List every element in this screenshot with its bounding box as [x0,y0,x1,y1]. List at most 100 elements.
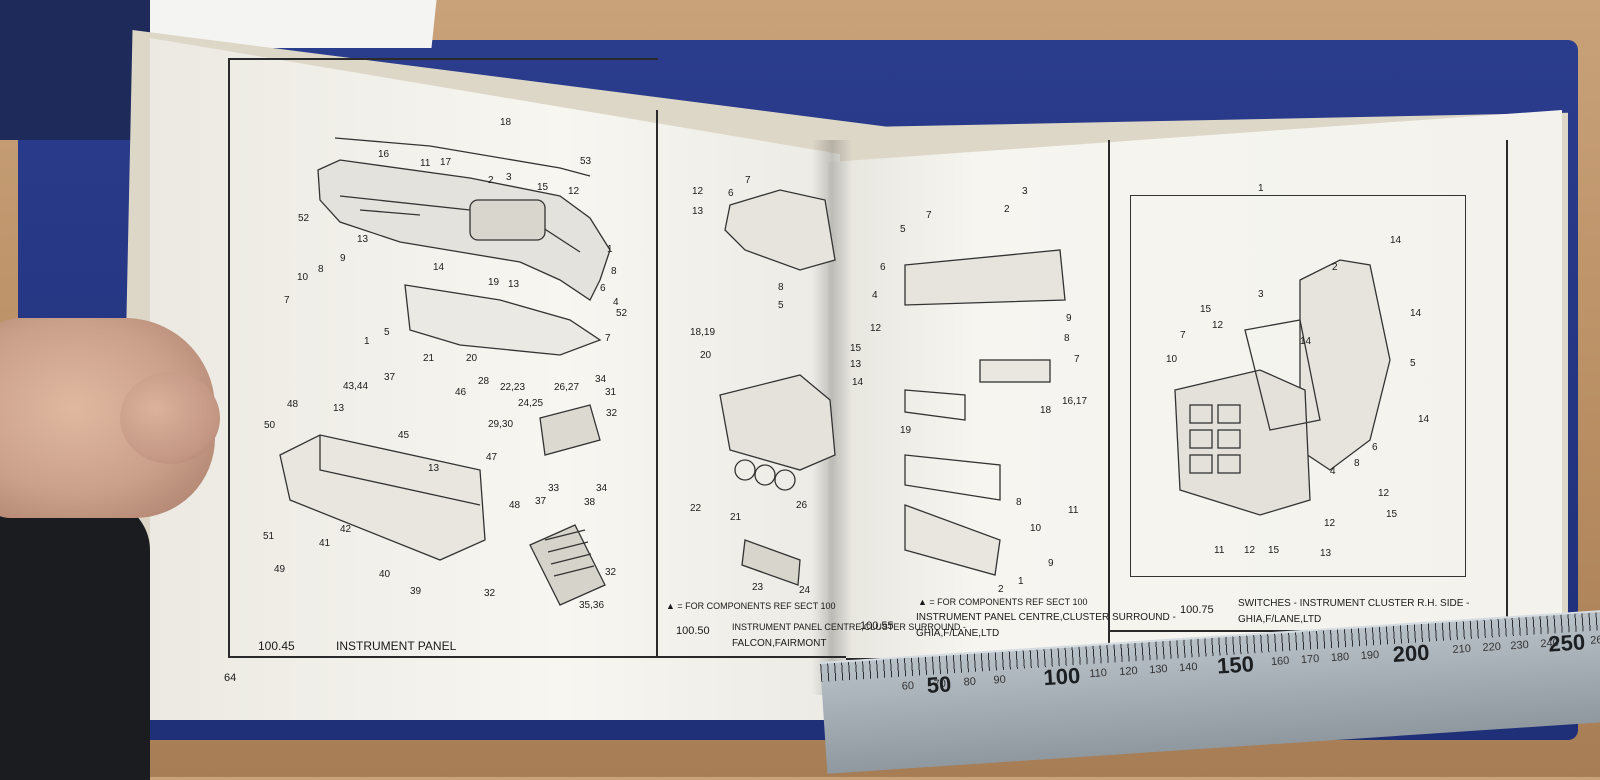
part-number: 34 [596,483,608,494]
part-number: 15 [1200,304,1212,315]
part-number: 35,36 [579,600,605,611]
part-number: 13 [428,463,440,474]
part-number: 2 [488,175,494,186]
plate-code-100-55: 100.55 [860,620,894,632]
part-number: 11 [420,158,431,169]
part-number: 33 [548,483,560,494]
part-number: 53 [580,156,592,167]
part-number: 4 [613,297,619,308]
switch-cluster-inset-frame [1130,195,1466,577]
part-number: 1 [1018,576,1024,587]
ruler-label: 90 [993,673,1007,687]
ruler-label: 220 [1482,640,1502,655]
part-number: 7 [926,210,932,221]
components-note-100-55: ▲ = FOR COMPONENTS REF SECT 100 [918,597,1088,607]
plate-title-100-55-line2: GHIA,F/LANE,LTD [916,628,1000,639]
part-number: 13 [850,359,862,370]
part-number: 14 [1390,235,1402,246]
part-number: 6 [600,283,606,294]
part-number: 32 [605,567,617,578]
part-number: 19 [900,425,912,436]
part-number: 10 [1166,354,1178,365]
part-number: 12 [1212,320,1224,331]
part-number: 15 [1268,545,1280,556]
part-number: 26,27 [554,382,580,393]
part-number: 1 [1258,183,1264,194]
part-number: 8 [1064,333,1070,344]
part-number: 17 [440,157,452,168]
part-number: 11 [1214,545,1225,556]
part-number: 12 [870,323,882,334]
switch-cluster-drawing [1174,259,1391,516]
ruler-label: 260 [1589,633,1600,647]
part-number: 5 [384,327,390,338]
part-number: 20 [466,353,478,364]
part-number: 12 [1324,518,1336,529]
part-number: 18,19 [690,327,716,338]
ruler-label-major: 50 [925,671,953,698]
plate-code-100-50: 100.50 [676,625,710,637]
ruler-label: 80 [963,675,977,689]
part-number: 5 [900,224,906,235]
part-number: 5 [778,300,784,311]
plate-code-100-45: 100.45 [258,639,295,653]
part-number: 12 [1244,545,1256,556]
part-number: 47 [486,452,498,463]
part-number: 2 [998,584,1004,595]
part-number: 8 [1354,458,1360,469]
part-number: 23 [752,582,764,593]
ruler-label: 120 [1118,664,1139,679]
part-number: 13 [357,234,369,245]
part-number: 34 [595,374,607,385]
part-number: 51 [263,531,275,542]
plate-code-100-75: 100.75 [1180,604,1214,616]
black-sleeve [0,500,150,780]
part-number: 12 [692,186,704,197]
part-number: 38 [584,497,596,508]
part-number: 45 [398,430,410,441]
plate-title-100-75-line1: SWITCHES - INSTRUMENT CLUSTER R.H. SIDE … [1238,598,1470,609]
part-number: 14 [852,377,864,388]
part-number: 13 [508,279,520,290]
part-number: 14 [433,262,445,273]
part-number: 49 [274,564,286,575]
ruler-label: 60 [901,679,915,693]
ruler-label-major: 200 [1391,639,1431,667]
part-number: 22 [690,503,702,514]
part-number: 18 [500,117,512,128]
part-number: 50 [264,420,276,431]
part-number: 18 [1040,405,1052,416]
book-left-page [150,38,840,720]
part-number: 14 [1300,336,1312,347]
part-number: 37 [535,496,547,507]
part-number: 11 [1068,505,1079,516]
ruler-label: 130 [1148,662,1168,677]
part-number: 39 [410,586,422,597]
part-number: 7 [284,295,290,306]
middle-plate-frame [656,110,846,658]
ruler-label-major: 250 [1547,629,1586,657]
part-number: 28 [478,376,490,387]
part-number: 31 [605,387,617,398]
part-number: 15 [537,182,549,193]
part-number: 8 [778,282,784,293]
plate-title-instrument-panel: INSTRUMENT PANEL [336,639,457,653]
dark-fabric [0,0,150,140]
part-number: 20 [700,350,712,361]
part-number: 1 [364,336,370,347]
ruler-label-major: 150 [1216,651,1255,679]
ruler-label-major: 100 [1042,662,1081,691]
part-number: 6 [728,188,734,199]
part-number: 24 [799,585,811,596]
part-number: 26 [796,500,808,511]
part-number: 43,44 [343,381,369,392]
part-number: 15 [850,343,862,354]
part-number: 16,17 [1062,396,1088,407]
part-number: 6 [1372,442,1378,453]
part-number: 5 [1410,358,1416,369]
thumb [120,372,220,464]
part-number: 22,23 [500,382,526,393]
part-number: 14 [1410,308,1422,319]
part-number: 48 [509,500,521,511]
ruler-label: 210 [1452,642,1472,657]
